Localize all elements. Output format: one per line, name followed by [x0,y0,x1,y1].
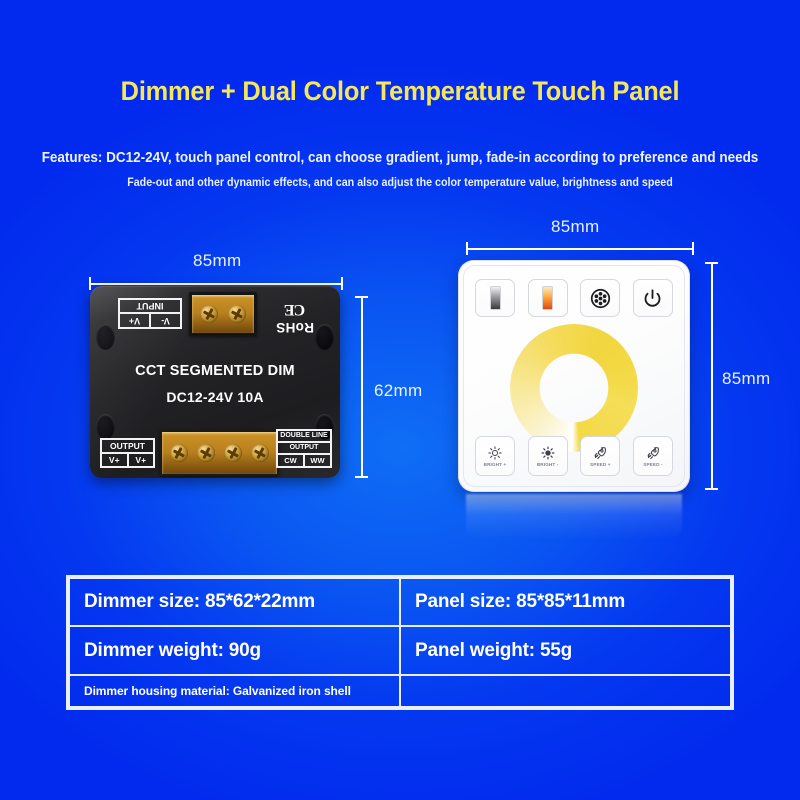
dimmer-height-tick-top [355,296,368,298]
spec-dimmer-housing-material: Dimmer housing material: Galvanized iron… [68,673,401,709]
panel-button-brightness-mode[interactable] [475,279,515,317]
panel-button-speed-down[interactable]: SPEED - [632,436,673,476]
sun-outline-icon [488,445,502,460]
screw-icon [224,444,243,462]
feature-line-1: Features: DC12-24V, touch panel control,… [41,150,759,166]
panel-height-dimension-label: 85mm [722,369,771,388]
touch-panel-device: BRIGHT + [458,260,690,492]
table-row: Dimmer weight: 90g Panel weight: 55g [68,625,732,676]
table-row: Dimmer housing material: Galvanized iron… [68,673,732,709]
panel-height-tick-bottom [705,488,718,490]
spec-dimmer-weight: Dimmer weight: 90g [68,625,401,676]
dimmer-width-dimension-line [89,283,343,285]
touch-panel-reflection [466,494,682,540]
panel-button-label: BRIGHT + [483,461,507,467]
color-temperature-ring-slider[interactable] [510,324,638,452]
dimmer-double-line-output-box: DOUBLE LINE OUTPUT CW WW [276,429,332,468]
certification-marks: RoHS CE [276,300,314,335]
panel-button-speed-up[interactable]: SPEED + [580,436,621,476]
specifications-table: Dimmer size: 85*62*22mm Panel size: 85*8… [66,575,734,710]
dimmer-width-tick-left [89,277,91,290]
screw-icon [200,305,218,323]
double-line-label-2: OUTPUT [278,443,330,455]
power-icon [642,288,663,309]
panel-width-dimension-line [466,248,694,250]
output-terminal-2: V+ [135,455,147,465]
dimmer-width-tick-right [341,277,343,290]
spec-dimmer-size: Dimmer size: 85*62*22mm [68,576,401,628]
spec-panel-size: Panel size: 85*85*11mm [399,576,732,628]
mounting-hole-icon [96,324,115,350]
input-terminal-v-plus: V+ [128,316,141,326]
table-row: Dimmer size: 85*62*22mm Panel size: 85*8… [68,576,732,628]
dimmer-height-dimension-line [361,296,363,478]
output-screw-terminal-block [160,430,279,476]
page-title: Dimmer + Dual Color Temperature Touch Pa… [120,76,680,106]
screw-icon [169,444,188,462]
dimmer-input-label-box: V- V+ INPUT [118,298,182,329]
panel-button-label: SPEED - [643,461,663,467]
panel-button-brightness-down[interactable]: BRIGHT - [527,436,568,476]
panel-width-tick-left [466,242,468,255]
panel-button-brightness-up[interactable]: BRIGHT + [475,436,515,476]
mounting-hole-icon [96,414,115,440]
dimmer-model-name: CCT SEGMENTED DIM [135,363,295,379]
screw-icon [251,444,270,462]
dimmer-width-dimension-label: 85mm [193,251,242,270]
panel-height-dimension-line [711,262,713,490]
dimmer-output-label-box: OUTPUT V+ V+ [100,438,155,468]
screw-icon [196,444,215,462]
touch-panel-bottom-button-row: BRIGHT + [475,436,673,476]
dimmer-model-spec: DC12-24V 10A [166,389,264,405]
panel-button-color-temperature-mode[interactable] [527,279,568,317]
spec-empty-cell [399,673,732,709]
mode-flower-icon [590,288,611,309]
touch-panel-top-button-row [475,279,673,317]
rocket-icon [593,446,607,460]
color-temperature-gradient-bar-icon [542,286,554,310]
screw-icon [228,305,246,323]
panel-height-tick-top [705,262,718,264]
rohs-label: RoHS [276,320,314,335]
panel-button-power[interactable] [632,279,673,317]
dimmer-height-dimension-label: 62mm [374,381,423,400]
brightness-gradient-bar-icon [489,286,501,310]
panel-width-tick-right [692,242,694,255]
double-line-label-1: DOUBLE LINE [278,431,330,443]
dimmer-height-tick-bottom [355,476,368,478]
input-screw-terminal-block [189,292,257,336]
feature-line-2: Fade-out and other dynamic effects, and … [127,177,673,189]
ce-mark-icon: CE [284,301,306,318]
panel-button-label: SPEED + [590,461,611,467]
input-terminal-v-minus: V- [149,314,180,327]
mounting-hole-icon [315,324,334,350]
double-line-terminal-cw: CW [278,455,305,466]
rocket-icon [646,446,660,460]
spec-panel-weight: Panel weight: 55g [399,625,732,676]
dimmer-device: V- V+ INPUT RoHS CE CCT SEGMENTED DIM DC… [90,286,340,478]
mounting-hole-icon [315,414,334,440]
output-label: OUTPUT [102,440,153,454]
panel-button-label: BRIGHT - [536,461,559,467]
sun-filled-icon [541,445,555,460]
panel-width-dimension-label: 85mm [551,217,600,236]
output-terminal-1: V+ [102,454,129,466]
input-label: INPUT [120,300,180,314]
panel-button-dynamic-mode[interactable] [580,279,621,317]
double-line-terminal-ww: WW [310,456,325,465]
